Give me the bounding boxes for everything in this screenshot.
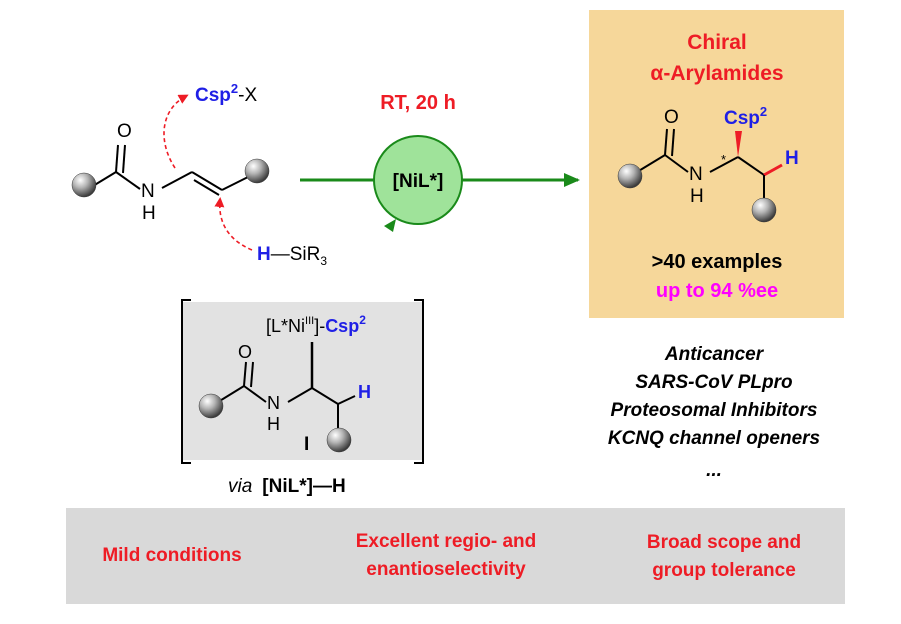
int-csp2-text: Csp: [325, 316, 359, 336]
conditions-label: RT, 20 h: [380, 92, 456, 114]
feature-scope-line2: group tolerance: [652, 560, 796, 581]
intermediate-roman-label: I: [304, 434, 309, 455]
ni-suffix: ]-: [314, 316, 325, 336]
application-item: ...: [706, 460, 722, 481]
intermediate-bracket-left: [181, 299, 191, 464]
feature-selectivity-line1: Excellent regio- and: [356, 531, 537, 552]
footer-bar: [66, 508, 845, 604]
reactant-nitrogen-label: N: [141, 181, 155, 202]
application-item: SARS-CoV PLpro: [635, 372, 792, 393]
product-csp2-label: Csp2: [724, 104, 767, 129]
catalyst-label: [NiL*]: [393, 171, 444, 192]
csp2-x-label: Csp2-X: [195, 81, 257, 106]
examples-count: >40 examples: [652, 251, 783, 273]
reactant-nh-label: H: [142, 203, 156, 224]
via-label: via [NiL*]—H: [228, 476, 346, 497]
product-title-line2: α-Arylamides: [650, 62, 783, 85]
int-h-label: H: [358, 382, 371, 402]
int-nh-label: H: [267, 414, 280, 434]
product-structure: Chiral α-Arylamides O N H * Csp2 H >40 e…: [617, 31, 799, 302]
application-item: Proteosomal Inhibitors: [611, 400, 818, 421]
product-csp2-sup: 2: [760, 104, 767, 119]
reaction-arrow-group: RT, 20 h [NiL*]: [300, 92, 580, 232]
substituent-ball: [198, 393, 224, 419]
regio-arrow-up: [163, 94, 189, 169]
ni-sup: III: [305, 315, 314, 327]
ni-complex-label: [L*NiIII]-Csp2: [266, 313, 366, 336]
silane-sub: 3: [320, 254, 327, 268]
silane-h: H: [257, 244, 271, 265]
substituent-ball: [71, 172, 97, 198]
substituent-ball: [326, 427, 352, 453]
substituent-ball: [617, 163, 643, 189]
product-title-line1: Chiral: [687, 31, 747, 54]
int-csp2-sup: 2: [359, 313, 366, 327]
silane-si: —SiR: [271, 244, 321, 265]
application-item: Anticancer: [664, 344, 765, 365]
application-item: KCNQ channel openers: [608, 428, 820, 449]
csp2-sup: 2: [231, 81, 238, 96]
catalyst-circle: [373, 135, 463, 225]
features-bar: Mild conditions Excellent regio- and ena…: [102, 531, 801, 581]
product-csp2-text: Csp: [724, 108, 760, 129]
applications-list: Anticancer SARS-CoV PLpro Proteosomal In…: [608, 344, 820, 481]
reactant-oxygen-label: O: [117, 121, 132, 142]
feature-mild: Mild conditions: [102, 545, 241, 566]
feature-selectivity-line2: enantioselectivity: [366, 559, 526, 580]
int-nitrogen-label: N: [267, 393, 280, 413]
silane-label: H—SiR3: [257, 244, 327, 268]
intermediate-bracket-right: [414, 299, 424, 464]
product-nh-label: H: [690, 186, 704, 207]
via-species: [NiL*]—H: [262, 476, 345, 497]
ni-prefix: [L*Ni: [266, 316, 305, 336]
stereocenter-star: *: [721, 152, 726, 167]
ee-value: up to 94 %ee: [656, 280, 778, 302]
x-text: -X: [238, 85, 257, 106]
via-word: via: [228, 476, 252, 497]
substituent-ball: [244, 158, 270, 184]
product-oxygen-label: O: [664, 107, 679, 128]
regio-arrow-down: [214, 197, 253, 251]
substituent-ball: [751, 197, 777, 223]
product-nitrogen-label: N: [689, 164, 703, 185]
intermediate-box: [183, 302, 423, 460]
feature-scope-line1: Broad scope and: [647, 532, 801, 553]
csp2-text: Csp: [195, 85, 231, 106]
catalyst-cycle-arrowhead: [384, 219, 396, 232]
reactant-structure: O N H Csp2-X H—SiR3: [71, 81, 327, 268]
product-h-label: H: [785, 148, 799, 169]
intermediate-structure: [L*NiIII]-Csp2 O N H H I via [NiL*]—H: [198, 313, 371, 497]
int-oxygen-label: O: [238, 342, 252, 362]
